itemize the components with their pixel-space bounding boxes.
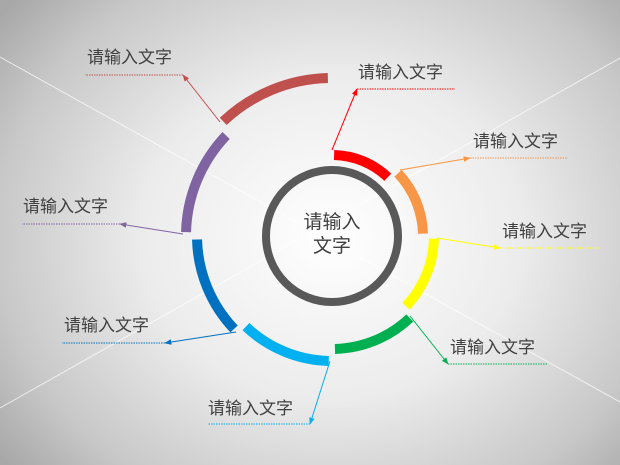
segment-label-brown[interactable]: 请输入文字 (87, 48, 172, 68)
callout-arrow-brown (182, 74, 221, 123)
callout-arrow-blue (164, 331, 237, 345)
callout-arrow-red (331, 88, 358, 151)
center-label: 请输入 文字 (282, 210, 382, 258)
segment-arc-red (333, 150, 392, 181)
segment-arc-blue (192, 239, 238, 333)
segment-label-yellow[interactable]: 请输入文字 (502, 222, 587, 242)
segment-arc-yellow (402, 238, 439, 310)
segment-label-purple[interactable]: 请输入文字 (23, 197, 108, 217)
segment-label-green[interactable]: 请输入文字 (450, 338, 535, 358)
segment-arc-orange (394, 169, 428, 234)
callout-arrow-purple (119, 222, 184, 235)
callout-arrow-lightblue (309, 360, 331, 425)
center-label-line1: 请输入 (303, 211, 361, 233)
segment-arc-green (334, 314, 414, 354)
segment-label-red[interactable]: 请输入文字 (358, 63, 443, 83)
segment-arc-lightblue (242, 322, 329, 366)
segment-label-lightblue[interactable]: 请输入文字 (208, 399, 293, 419)
callout-arrow-yellow (436, 237, 501, 250)
segment-arc-purple (181, 132, 230, 233)
bg-diagonal-line (0, 57, 620, 409)
center-ring (262, 166, 402, 306)
segment-label-orange[interactable]: 请输入文字 (473, 132, 558, 152)
segment-label-blue[interactable]: 请输入文字 (64, 316, 149, 336)
callout-arrow-green (409, 315, 449, 365)
center-label-line2: 文字 (312, 235, 351, 257)
callout-arrow-orange (399, 156, 471, 171)
bg-diagonal-line (0, 56, 620, 403)
segment-arc-brown (219, 73, 329, 126)
